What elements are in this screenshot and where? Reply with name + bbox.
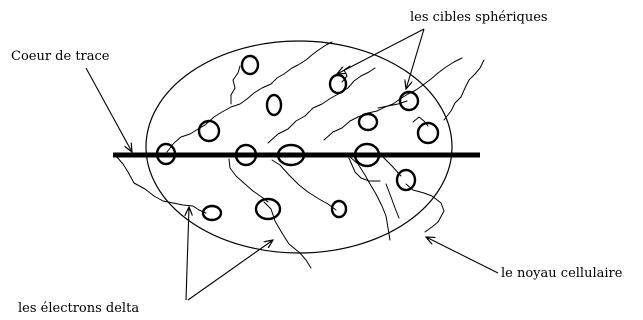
- arrow-electron-2: [188, 240, 273, 300]
- cell-nucleus-label: le noyau cellulaire: [501, 267, 622, 280]
- delta-track: [444, 60, 484, 120]
- arrow-target-1: [337, 29, 424, 74]
- arrow-electron-1: [186, 207, 189, 300]
- spherical-target: [400, 92, 418, 110]
- delta-electrons-label: les électrons delta: [18, 302, 139, 315]
- delta-track: [231, 66, 240, 104]
- spherical-targets: [157, 56, 438, 220]
- delta-track: [116, 156, 206, 213]
- delta-track: [350, 157, 390, 240]
- spherical-target: [397, 170, 415, 190]
- delta-track: [268, 68, 375, 143]
- spherical-target: [330, 75, 346, 93]
- spherical-targets-label: les cibles sphériques: [410, 11, 548, 24]
- spherical-target: [199, 121, 219, 141]
- delta-track: [386, 184, 399, 218]
- track-core-label: Coeur de trace: [11, 50, 110, 63]
- delta-track: [324, 99, 400, 140]
- arrow-nucleus: [426, 237, 498, 273]
- delta-track: [413, 117, 428, 126]
- delta-track: [272, 160, 336, 210]
- arrow-target-2: [406, 29, 424, 89]
- spherical-target: [242, 56, 258, 74]
- arrow-track-core: [86, 68, 132, 152]
- spherical-target: [267, 95, 281, 115]
- delta-track: [264, 202, 311, 268]
- spherical-target: [359, 114, 377, 130]
- delta-track: [167, 42, 332, 152]
